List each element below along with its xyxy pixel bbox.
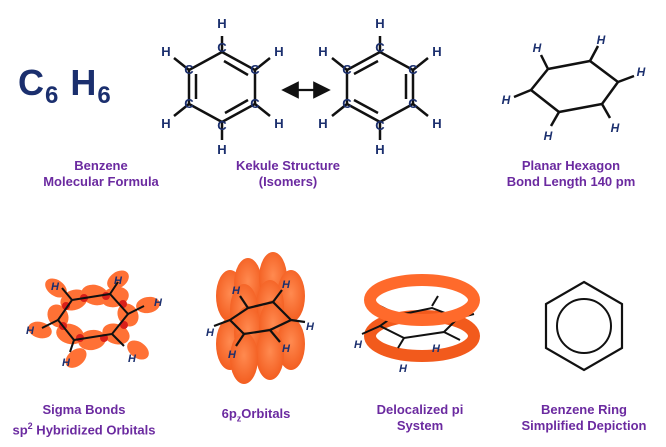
atom-label: H: [318, 44, 327, 59]
atom-label: H: [217, 16, 226, 31]
formula-hydrogen-count: 6: [97, 82, 112, 109]
atom-label: H: [637, 65, 646, 79]
atom-label: C: [408, 62, 418, 77]
planar-hexagon-atoms: H H H H H H: [502, 33, 646, 143]
atom-label: H: [228, 349, 237, 361]
atom-label: H: [232, 285, 241, 297]
caption-p-orbitals: 6pzOrbitals: [221, 406, 291, 424]
atom-label: H: [217, 142, 226, 157]
atom-label: H: [274, 116, 283, 131]
atom-label: C: [342, 96, 352, 111]
atom-label: C: [184, 62, 194, 77]
atom-label: H: [502, 93, 511, 107]
atom-label: C: [342, 62, 352, 77]
p-orbitals: H H H H H H: [206, 252, 315, 384]
sigma-line-2: sp2 Hybridized Orbitals: [12, 421, 156, 438]
atom-label: C: [375, 118, 385, 133]
atom-label: H: [26, 325, 35, 337]
atom-label: C: [375, 40, 385, 55]
caption-benzene-ring: Benzene Ring Simplified Depiction: [521, 402, 647, 433]
kekule-2-atoms: C C C C C C H H H H H H: [318, 16, 441, 157]
atom-label: H: [114, 275, 123, 287]
atom-label: H: [399, 363, 408, 375]
atom-label: H: [354, 339, 363, 351]
atom-label: H: [597, 33, 606, 47]
atom-label: H: [51, 281, 60, 293]
kekule-1-atoms: C C C C C C H H H H H H: [161, 16, 283, 157]
atom-label: H: [375, 142, 384, 157]
sigma-orbitals: H H H H H H: [26, 270, 163, 369]
formula-hydrogen: H: [70, 62, 98, 103]
atom-label: H: [432, 343, 441, 355]
delocalized-pi-system: H H H: [354, 274, 480, 375]
caption-kekule: Kekule Structure (Isomers): [235, 158, 341, 189]
kekule-structure-1: [173, 36, 271, 140]
atom-label: C: [408, 96, 418, 111]
atom-label: H: [62, 357, 71, 369]
atom-label: C: [184, 96, 194, 111]
simplified-benzene-ring: [544, 280, 624, 372]
molecular-formula: C6 H6: [18, 62, 112, 110]
atom-label: C: [250, 96, 260, 111]
atom-label: H: [206, 327, 215, 339]
atom-label: C: [217, 118, 227, 133]
caption-delocalized: Delocalized pi System: [376, 402, 464, 433]
caption-planar-hexagon: Planar Hexagon Bond Length 140 pm: [506, 158, 636, 189]
formula-carbon: C: [18, 62, 45, 103]
caption-sigma-bonds: Sigma Bonds sp2 Hybridized Orbitals: [0, 402, 168, 438]
atom-label: H: [282, 279, 291, 291]
atom-label: H: [318, 116, 327, 131]
atom-label: H: [274, 44, 283, 59]
atom-label: H: [306, 321, 315, 333]
atom-label: H: [432, 44, 441, 59]
kekule-structure-2: [331, 36, 429, 140]
atom-label: H: [611, 121, 620, 135]
atom-label: H: [154, 297, 163, 309]
atom-label: C: [250, 62, 260, 77]
atom-label: H: [128, 353, 137, 365]
caption-benzene-formula: Benzene Molecular Formula: [43, 158, 159, 189]
atom-label: H: [432, 116, 441, 131]
atom-label: H: [161, 116, 170, 131]
formula-carbon-count: 6: [45, 82, 60, 109]
atom-label: C: [217, 40, 227, 55]
planar-hexagon: [513, 45, 635, 127]
atom-label: H: [375, 16, 384, 31]
atom-label: H: [544, 129, 553, 143]
atom-label: H: [533, 41, 542, 55]
atom-label: H: [161, 44, 170, 59]
atom-label: H: [282, 343, 291, 355]
